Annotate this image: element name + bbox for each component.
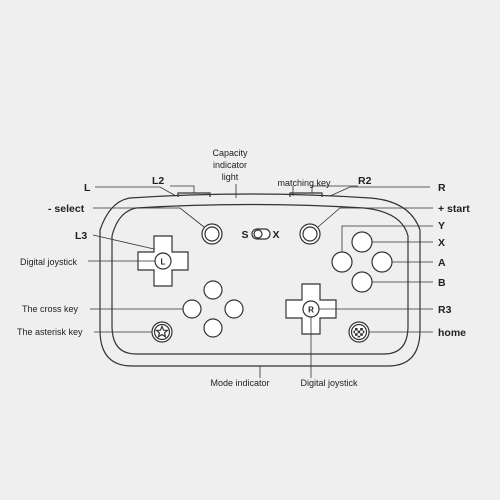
cross-key[interactable] xyxy=(182,280,244,338)
label-asterisk: The asterisk key xyxy=(17,327,83,337)
label-matching: matching key xyxy=(277,178,331,188)
select-button[interactable] xyxy=(201,223,223,245)
switch-right-label: X xyxy=(272,229,279,241)
y-button[interactable] xyxy=(331,251,353,273)
label-home: home xyxy=(438,327,466,339)
left-stick-letter: L xyxy=(161,258,166,267)
star-icon xyxy=(154,324,170,338)
label-a: A xyxy=(438,257,446,269)
b-button[interactable] xyxy=(351,271,373,293)
home-key[interactable] xyxy=(348,321,370,343)
start-button[interactable] xyxy=(299,223,321,245)
a-button[interactable] xyxy=(371,251,393,273)
label-y: Y xyxy=(438,220,445,232)
cross-up[interactable] xyxy=(203,280,223,300)
leader-lines xyxy=(88,184,433,378)
label-start: + start xyxy=(438,203,470,215)
label-mode: Mode indicator xyxy=(210,378,269,388)
label-l2: L2 xyxy=(152,175,164,187)
label-r3: R3 xyxy=(438,304,452,316)
label-digital-right: Digital joystick xyxy=(300,378,358,388)
left-digital-joystick[interactable]: L xyxy=(137,235,189,287)
label-capacity-1: Capacity xyxy=(212,148,248,158)
labels: L L2 Capacity indicator light matching k… xyxy=(17,148,470,388)
asterisk-key[interactable] xyxy=(151,321,173,343)
label-r: R xyxy=(438,182,446,194)
label-capacity-2: indicator xyxy=(213,160,247,170)
label-digital-left: Digital joystick xyxy=(20,257,78,267)
cross-left[interactable] xyxy=(182,299,202,319)
right-stick-letter: R xyxy=(308,306,314,315)
label-select: - select xyxy=(48,203,85,215)
label-b: B xyxy=(438,277,446,289)
cross-right[interactable] xyxy=(224,299,244,319)
home-checker-icon xyxy=(353,328,365,338)
label-x: X xyxy=(438,237,445,249)
cross-down[interactable] xyxy=(203,318,223,338)
switch-left-label: S xyxy=(241,229,248,241)
label-r2: R2 xyxy=(358,175,372,187)
label-l: L xyxy=(84,182,91,194)
label-capacity-3: light xyxy=(222,172,239,182)
mode-switch[interactable]: S X xyxy=(241,228,280,241)
x-button[interactable] xyxy=(351,231,373,253)
label-cross: The cross key xyxy=(22,304,79,314)
label-l3: L3 xyxy=(75,230,87,242)
